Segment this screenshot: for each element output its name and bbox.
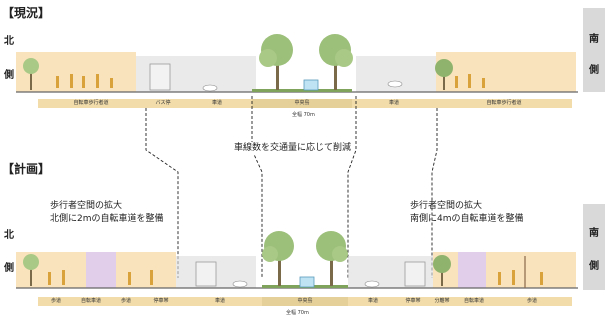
current-south-sidewalk-area xyxy=(436,52,576,92)
plan-cross-section xyxy=(16,231,578,289)
plan-seg-4: 車道 xyxy=(214,298,225,304)
plan-seg-6: 車道 xyxy=(367,298,378,304)
current-seg-0: 自転車歩行者道 xyxy=(73,100,109,106)
current-north-label-bottom: 側 xyxy=(4,70,14,81)
current-median-tree-right xyxy=(319,34,353,90)
current-seg-1: バス停 xyxy=(155,100,171,106)
plan-seg-10: 歩道 xyxy=(526,298,537,304)
plan-seg-0: 歩道 xyxy=(50,298,61,304)
reduction-caption: 車線数を交通量に応じて削減 xyxy=(232,142,354,155)
plan-north-label-bottom: 側 xyxy=(4,263,14,274)
current-seg-3: 中央島 xyxy=(252,99,352,108)
current-south-tree xyxy=(435,59,453,90)
current-car-north xyxy=(202,84,218,92)
plan-car-south xyxy=(364,280,380,288)
plan-seg-3: 停車帯 xyxy=(153,298,169,304)
current-cross-section xyxy=(16,34,578,93)
plan-seg-7: 停車帯 xyxy=(405,298,421,304)
plan-south-box: 南 側 xyxy=(583,204,605,290)
current-south-label-bottom: 側 xyxy=(589,65,599,76)
current-north-label-top: 北 xyxy=(4,36,14,47)
current-car-south xyxy=(387,80,403,88)
plan-south-tree xyxy=(433,255,451,286)
plan-note-south-line1: 歩行者空間の拡大 xyxy=(410,201,483,211)
plan-segment-band: 歩道 自転車道 歩道 停車帯 車道 中央島 車道 停車帯 分離帯 自転車道 歩道 xyxy=(38,297,572,306)
current-median-tree-left xyxy=(259,34,293,90)
plan-north-sidewalk-area-2 xyxy=(116,252,176,288)
plan-seg-9: 自転車道 xyxy=(463,298,484,304)
plan-north-tree xyxy=(23,254,39,286)
plan-north-bike-area xyxy=(86,252,116,288)
plan-south-label-bottom: 側 xyxy=(589,261,599,272)
plan-title: 【計画】 xyxy=(2,162,51,176)
current-south-pedestrians xyxy=(455,74,485,88)
current-north-pedestrians xyxy=(56,74,113,88)
current-median-strip xyxy=(252,89,352,92)
plan-note-south: 歩行者空間の拡大 南側に4mの自転車道を整備 xyxy=(410,200,524,226)
plan-north-pedestrians xyxy=(48,270,153,285)
current-seg-5: 自転車歩行者道 xyxy=(486,100,522,106)
plan-note-north-line1: 歩行者空間の拡大 xyxy=(50,201,123,211)
current-south-box: 南 側 xyxy=(583,8,605,92)
plan-seg-2: 歩道 xyxy=(120,298,131,304)
plan-bus-north xyxy=(195,261,217,287)
plan-median-tree-left xyxy=(262,231,294,286)
plan-north-label-top: 北 xyxy=(4,230,14,241)
plan-median-tree-right xyxy=(316,231,348,286)
current-seg-2: 車道 xyxy=(211,100,222,106)
current-title: 【現況】 xyxy=(2,6,51,20)
current-segment-band: 自転車歩行者道 バス停 車道 中央島 車道 自転車歩行者道 xyxy=(38,99,572,108)
current-south-label-top: 南 xyxy=(589,34,599,45)
plan-south-label-top: 南 xyxy=(589,228,599,239)
plan-car-north xyxy=(232,280,248,288)
plan-bus-south xyxy=(404,261,426,287)
plan-south-bike-area xyxy=(458,252,486,288)
plan-median-water xyxy=(299,276,315,288)
current-seg-4: 車道 xyxy=(388,100,399,106)
plan-south-pedestrians xyxy=(498,270,543,285)
plan-note-south-line2: 南側に4mの自転車道を整備 xyxy=(410,214,524,224)
plan-seg-1: 自転車道 xyxy=(80,298,101,304)
plan-total-width: 全幅 70m xyxy=(286,310,309,316)
current-north-tree xyxy=(23,58,39,90)
plan-note-north-line2: 北側に2mの自転車道を整備 xyxy=(50,214,164,224)
current-bus-stop xyxy=(149,63,171,91)
plan-note-north: 歩行者空間の拡大 北側に2mの自転車道を整備 xyxy=(50,200,164,226)
current-total-width: 全幅 70m xyxy=(292,112,315,118)
plan-seg-8: 分離帯 xyxy=(434,298,450,304)
plan-seg-5: 中央島 xyxy=(262,297,348,306)
current-median-water xyxy=(303,79,319,91)
